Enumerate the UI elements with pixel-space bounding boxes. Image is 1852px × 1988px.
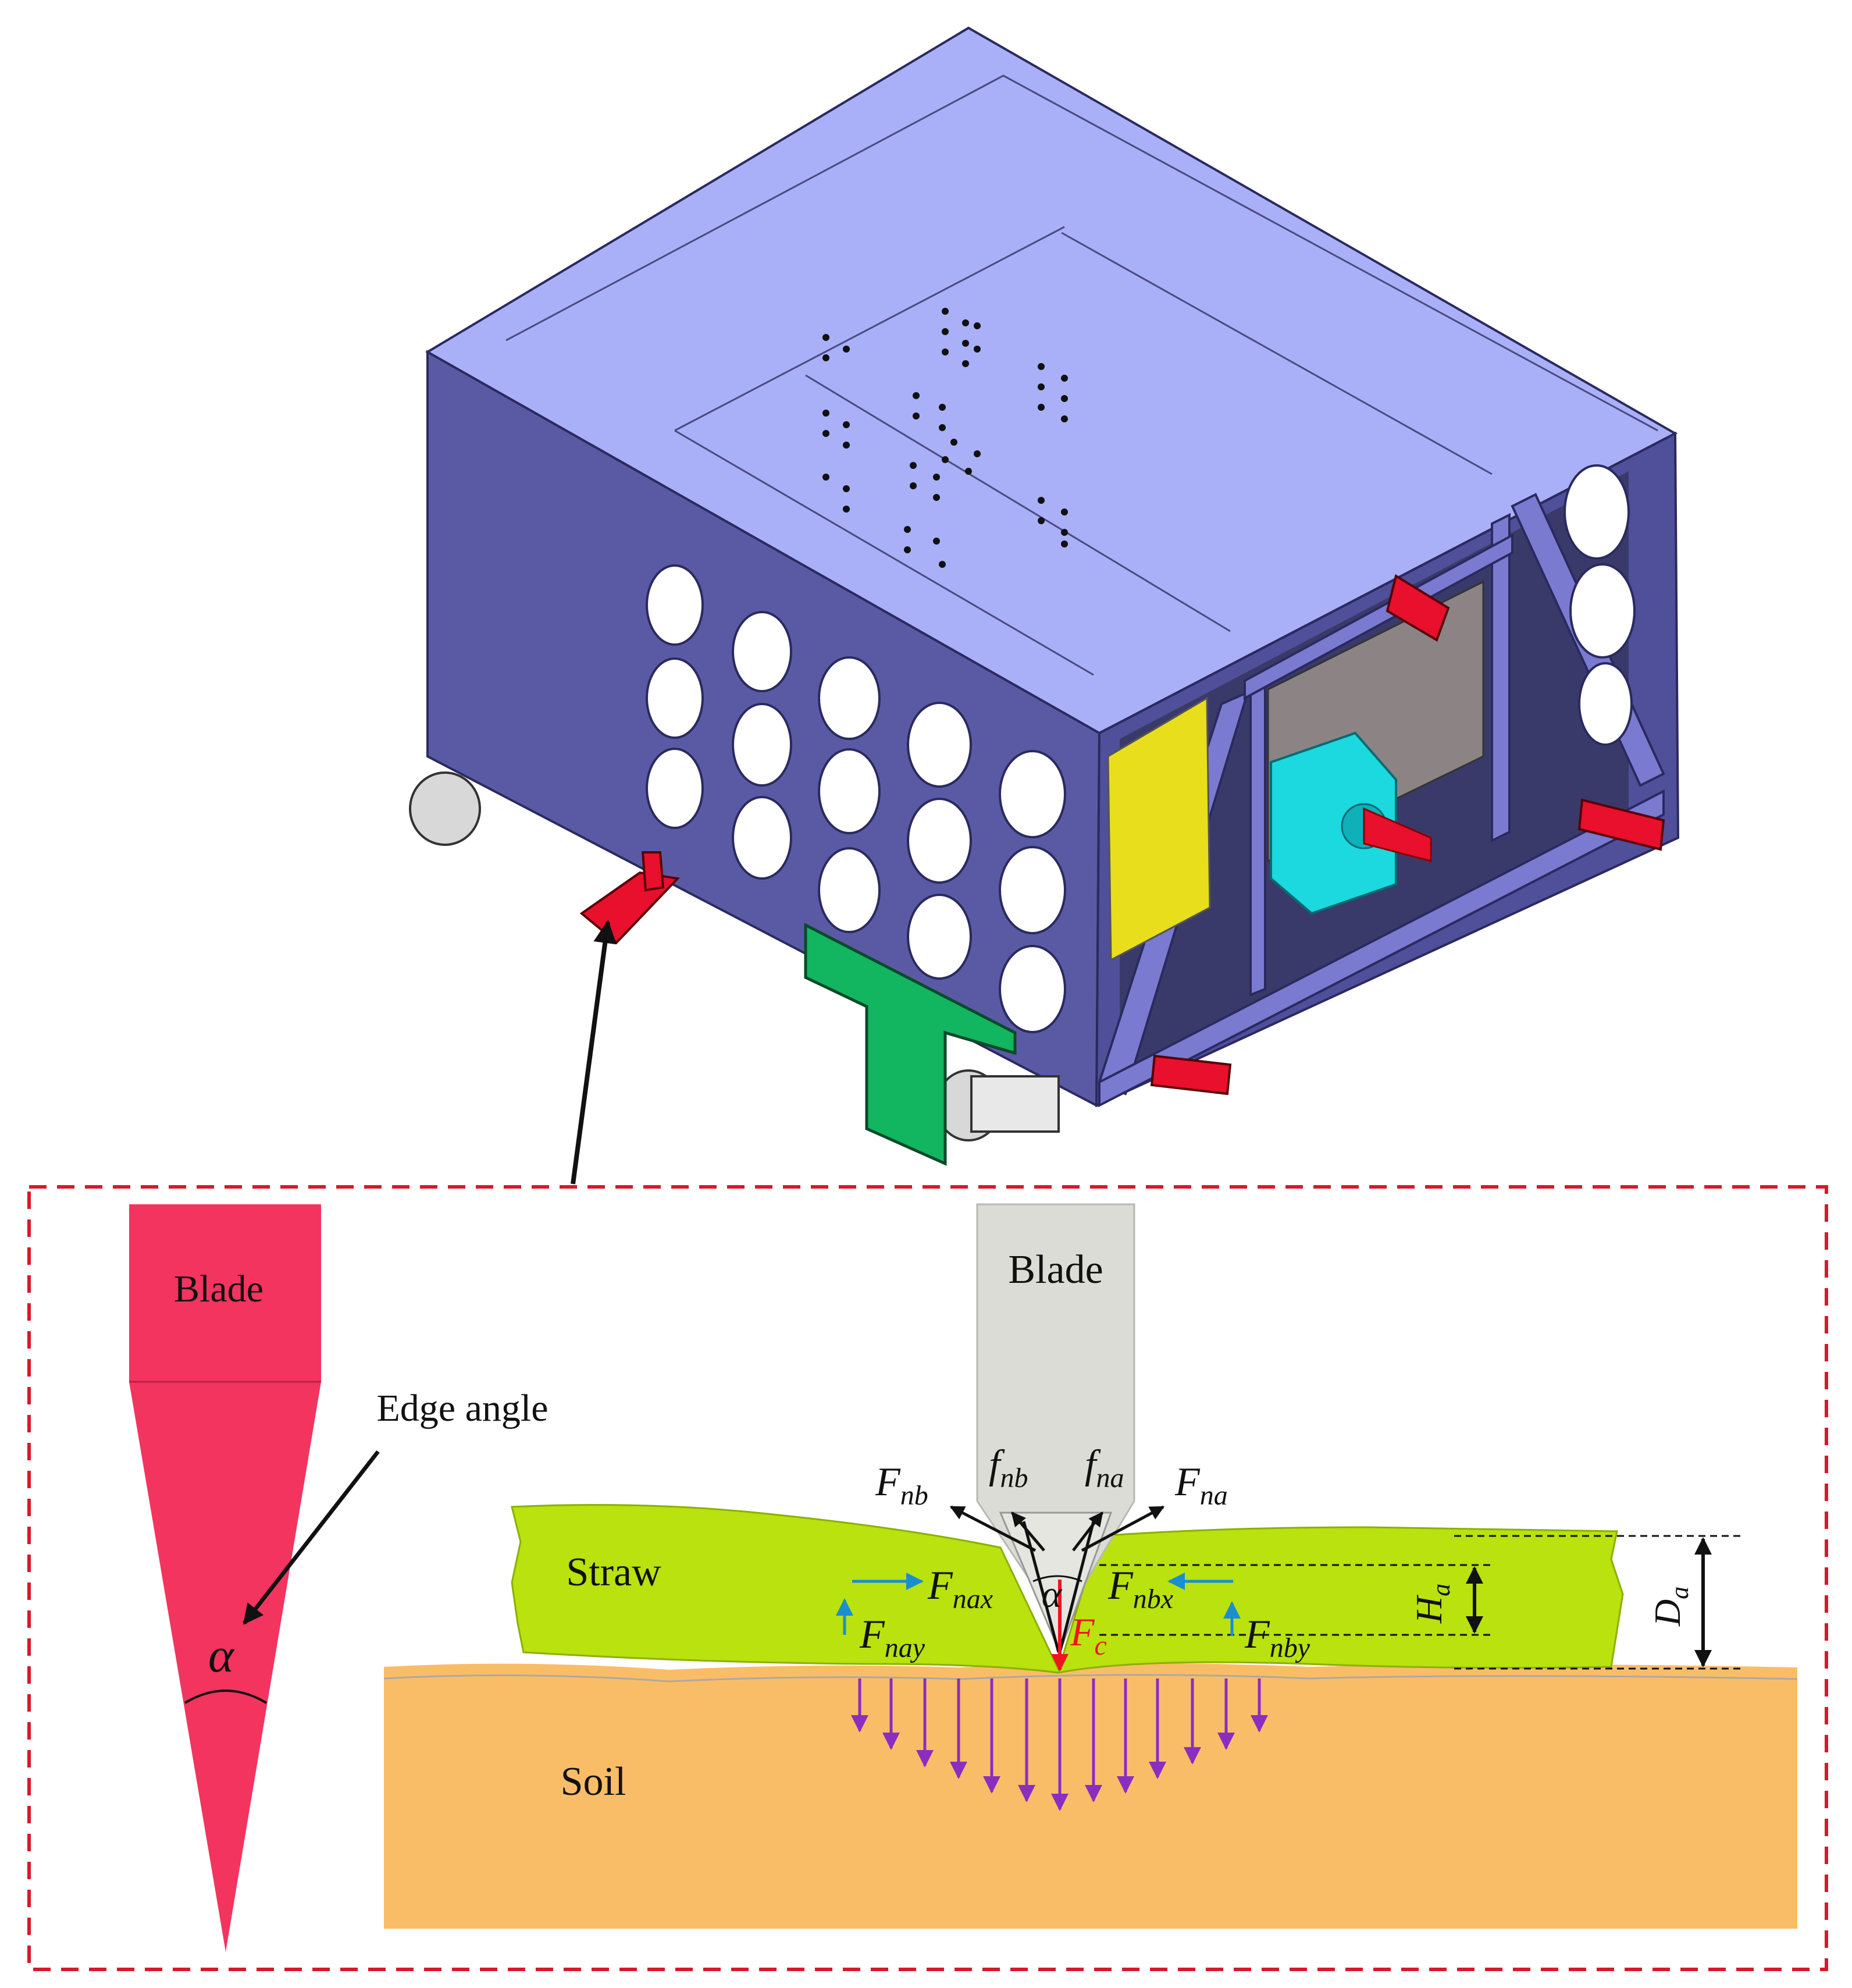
fna-arrow bbox=[1081, 1505, 1165, 1552]
label-Ha: Ha bbox=[1408, 1584, 1455, 1624]
label-Fnb: Fnb bbox=[875, 1460, 928, 1511]
label-Fnay: Fnay bbox=[859, 1612, 925, 1663]
label-Da: Da bbox=[1647, 1587, 1694, 1627]
cyan-motor bbox=[1270, 731, 1432, 915]
soil-pressure-arrows bbox=[851, 1678, 1268, 1811]
label-Fnbx: Fnbx bbox=[1107, 1563, 1173, 1614]
fnb-arrow bbox=[949, 1505, 1037, 1552]
edge-angle-label: Edge angle bbox=[376, 1387, 548, 1429]
detail-box bbox=[27, 1185, 1828, 1971]
left-blade-label: Blade bbox=[174, 1268, 263, 1310]
label-Fnax: Fnax bbox=[927, 1563, 993, 1614]
right-blade-label: Blade bbox=[1008, 1247, 1103, 1292]
yellow-plate bbox=[1107, 696, 1211, 962]
edge-angle-arrow bbox=[243, 1450, 380, 1625]
green-plate bbox=[804, 922, 1017, 1166]
left-blade-diagram: Blade Edge angle α bbox=[129, 1204, 549, 1952]
pointer-arrow bbox=[571, 920, 617, 1185]
right-alpha-symbol: α bbox=[1042, 1573, 1063, 1616]
fna-friction-arrow bbox=[1072, 1512, 1103, 1552]
blade-wedge bbox=[129, 1382, 321, 1952]
straw-layer bbox=[511, 1504, 1624, 1674]
label-Fna: Fna bbox=[1174, 1460, 1228, 1511]
straw-label: Straw bbox=[566, 1550, 661, 1595]
right-cutting-diagram: Blade Straw Soil α Fnb fnb fna Fna Fnax … bbox=[383, 1203, 1798, 1929]
label-Fnby: Fnby bbox=[1244, 1612, 1310, 1663]
blade-body bbox=[129, 1204, 321, 1382]
label-Fc: Fc bbox=[1070, 1610, 1107, 1661]
left-alpha-symbol: α bbox=[208, 1628, 235, 1683]
machine-3d-render bbox=[409, 26, 1680, 1185]
fnb-friction-arrow bbox=[1011, 1512, 1045, 1552]
soil-label: Soil bbox=[561, 1759, 626, 1804]
